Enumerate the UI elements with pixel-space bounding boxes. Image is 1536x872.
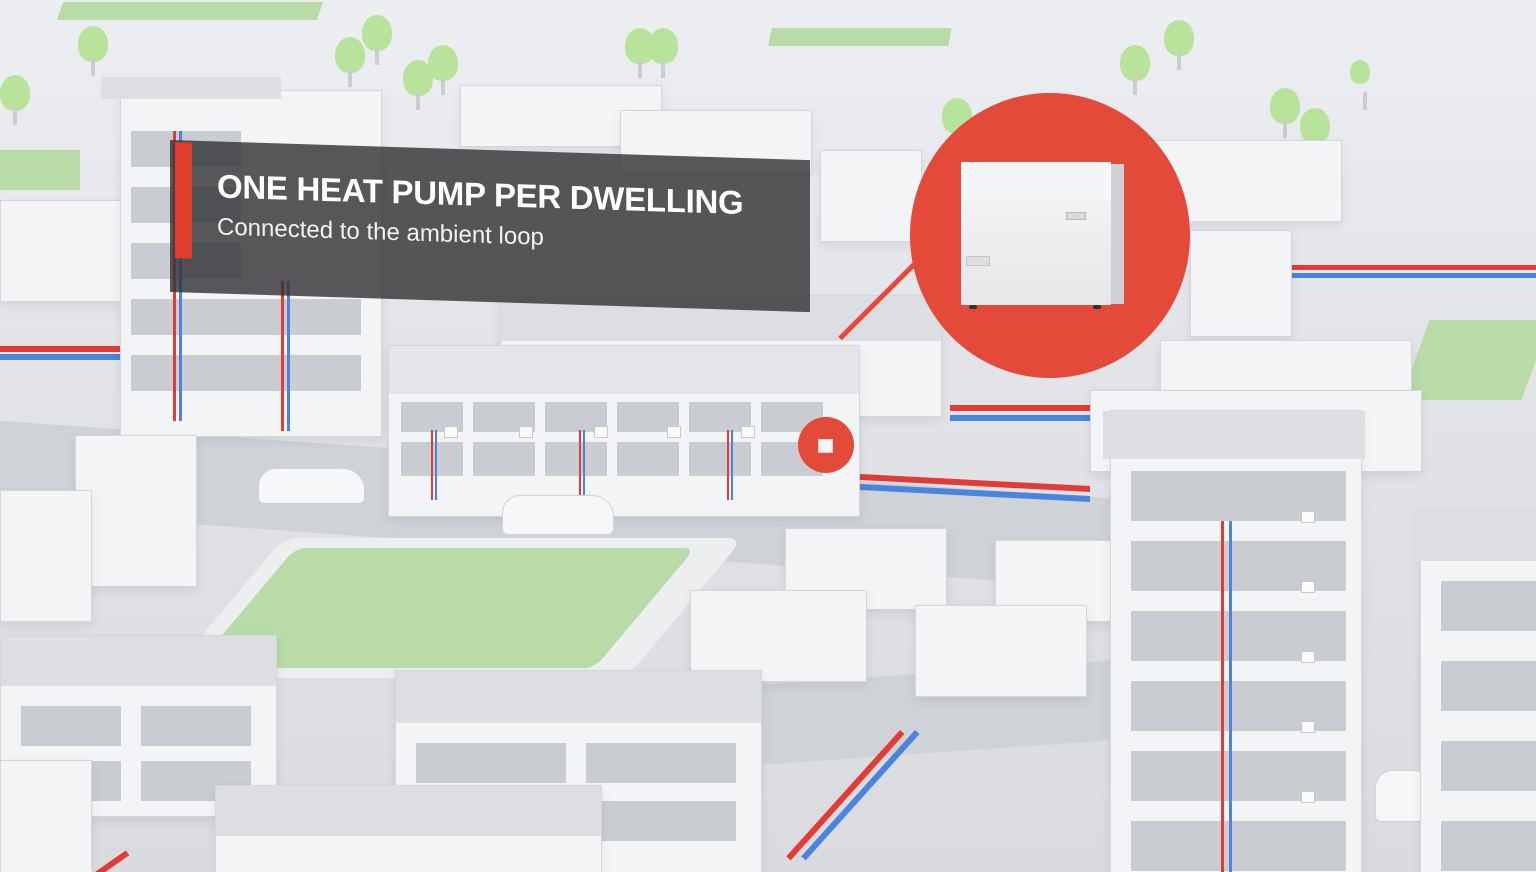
tree [1164,20,1194,70]
callout-highlight-marker [798,417,854,473]
bungalow [690,590,867,682]
tree [1120,45,1150,95]
house-bottom-left [0,760,92,872]
heat-pump-mini-icon [818,439,833,453]
heat-pump-top-panel [961,162,1111,201]
house-far-left [0,490,92,622]
grass-area-top [56,2,324,20]
bungalow [915,605,1087,697]
tree [0,75,30,125]
tree [335,37,365,87]
tree [1350,60,1370,110]
terrace-left [0,200,122,302]
house-right [1190,230,1292,337]
terrace-background [820,150,922,242]
caption-accent-bar [175,142,192,259]
car [258,468,365,504]
house-left [75,435,197,587]
tree [78,26,108,76]
tree [648,28,678,78]
grass-area-left [0,150,80,190]
pipe-cold-east [950,415,1100,421]
tree [362,15,392,65]
tree [428,45,458,95]
caption-banner: ONE HEAT PUMP PER DWELLING Connected to … [170,140,810,313]
tree [1300,108,1330,158]
heat-pump-foot [1093,305,1101,309]
heat-pump-unit-illustration [961,162,1124,309]
pipe-hot-left [0,346,120,352]
heat-pump-handle [1066,212,1086,220]
pipe-cold-far-right [1270,273,1536,278]
grass-area-right [1400,320,1536,400]
pipe-cold-left [0,354,120,360]
heat-pump-label-plate [966,256,990,266]
apartment-block-right [1103,410,1365,872]
heat-pump-side-panel [1111,164,1124,304]
terrace-bottom-front [215,785,602,872]
pipe-hot-far-right [1270,265,1536,270]
tree [1270,88,1300,138]
heat-pump-foot [969,305,977,309]
heat-pump-front-panel [961,200,1111,305]
grass-area-top-center [768,28,952,46]
car [502,495,614,535]
terrace-central [388,345,860,517]
pipe-hot-east [950,405,1100,411]
apartment-block-far-right [1413,510,1536,872]
